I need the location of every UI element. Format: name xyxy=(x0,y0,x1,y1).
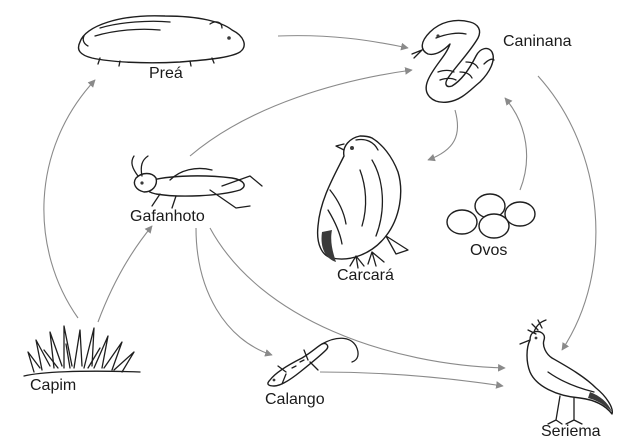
arrow-caninana-to-seriema xyxy=(538,76,596,350)
calango-illustration xyxy=(268,338,358,386)
label-calango: Calango xyxy=(265,392,325,408)
prea-illustration xyxy=(79,16,245,66)
label-prea: Preá xyxy=(149,66,183,82)
label-ovos: Ovos xyxy=(470,243,507,259)
arrow-capim-to-gafanhoto xyxy=(98,226,152,322)
seriema-illustration xyxy=(520,320,612,424)
label-capim: Capim xyxy=(30,378,76,394)
label-gafanhoto: Gafanhoto xyxy=(130,209,205,225)
caninana-illustration xyxy=(412,20,494,102)
arrow-calango-to-seriema xyxy=(320,372,503,386)
capim-illustration xyxy=(24,326,140,376)
arrow-gafanhoto-to-calango xyxy=(196,228,272,355)
arrow-ovos-to-caninana xyxy=(505,98,527,190)
gafanhoto-illustration xyxy=(132,156,262,208)
arrow-prea-to-caninana xyxy=(278,36,408,48)
arrow-capim-to-prea xyxy=(44,80,95,318)
label-seriema: Seriema xyxy=(541,424,601,440)
ovos-illustration xyxy=(447,194,535,238)
arrow-caninana-to-carcara xyxy=(428,110,458,160)
carcara-illustration xyxy=(318,136,408,268)
label-caninana: Caninana xyxy=(503,34,572,50)
label-carcara: Carcará xyxy=(337,268,394,284)
